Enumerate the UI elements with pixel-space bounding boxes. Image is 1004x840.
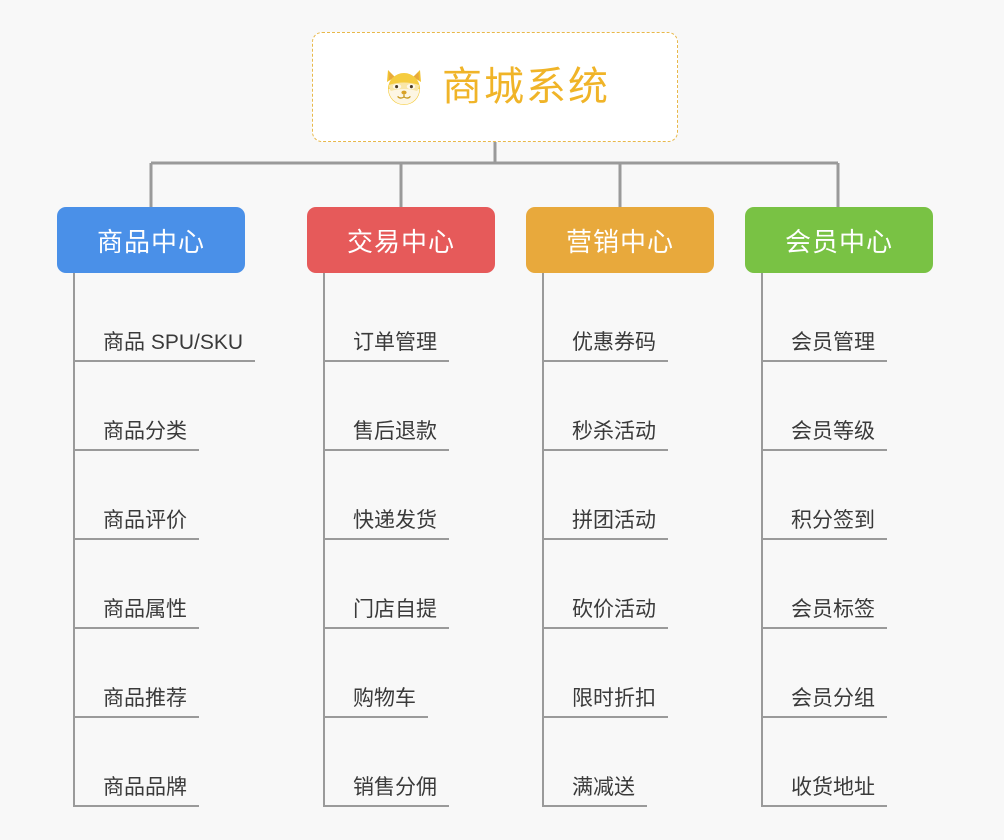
leaf-label: 购物车 — [353, 687, 416, 710]
leaf-item[interactable]: 快递发货 — [307, 451, 495, 540]
leaf-underline — [544, 538, 668, 540]
leaf-underline — [544, 449, 668, 451]
leaf-underline — [544, 360, 668, 362]
leaf-label: 商品分类 — [103, 420, 187, 443]
leaf-underline — [325, 449, 449, 451]
leaf-item[interactable]: 会员等级 — [745, 362, 933, 451]
leaf-item[interactable]: 秒杀活动 — [526, 362, 714, 451]
leaf-label: 商品评价 — [103, 509, 187, 532]
branch-column-1: 商品中心 商品 SPU/SKU 商品分类 商品评价 商品属性 商品推荐 — [57, 207, 256, 807]
shiba-inu-dog-icon — [380, 63, 428, 111]
leaf-label: 订单管理 — [353, 331, 437, 354]
leaf-label: 销售分佣 — [353, 776, 437, 799]
leaf-label: 售后退款 — [353, 420, 437, 443]
leaf-label: 商品品牌 — [103, 776, 187, 799]
leaf-label: 会员等级 — [791, 420, 875, 443]
leaf-item[interactable]: 限时折扣 — [526, 629, 714, 718]
branch-header-1[interactable]: 商品中心 — [57, 207, 245, 273]
leaf-spine-1 — [73, 273, 75, 807]
leaf-item[interactable]: 会员管理 — [745, 273, 933, 362]
root-node[interactable]: 商城系统 — [312, 32, 678, 142]
leaf-list-1: 商品 SPU/SKU 商品分类 商品评价 商品属性 商品推荐 商品品牌 — [57, 273, 256, 807]
leaf-underline — [544, 716, 668, 718]
leaf-label: 满减送 — [572, 776, 635, 799]
leaf-underline — [75, 449, 199, 451]
leaf-label: 商品推荐 — [103, 687, 187, 710]
leaf-item[interactable]: 商品推荐 — [57, 629, 245, 718]
leaf-underline — [325, 627, 449, 629]
leaf-spine-4 — [761, 273, 763, 807]
leaf-list-4: 会员管理 会员等级 积分签到 会员标签 会员分组 收货地址 — [745, 273, 933, 807]
leaf-item[interactable]: 销售分佣 — [307, 718, 495, 807]
branch-column-4: 会员中心 会员管理 会员等级 积分签到 会员标签 会员分组 — [745, 207, 933, 807]
leaf-underline — [75, 538, 199, 540]
leaf-item[interactable]: 订单管理 — [307, 273, 495, 362]
leaf-item[interactable]: 商品评价 — [57, 451, 245, 540]
branch-header-2[interactable]: 交易中心 — [307, 207, 495, 273]
leaf-spine-2 — [323, 273, 325, 807]
leaf-underline — [763, 805, 887, 807]
leaf-label: 商品 SPU/SKU — [103, 331, 244, 354]
leaf-item[interactable]: 购物车 — [307, 629, 495, 718]
leaf-label: 会员标签 — [791, 598, 875, 621]
leaf-underline — [763, 716, 887, 718]
leaf-item[interactable]: 售后退款 — [307, 362, 495, 451]
branch-header-3[interactable]: 营销中心 — [526, 207, 714, 273]
leaf-item[interactable]: 商品品牌 — [57, 718, 245, 807]
leaf-label: 门店自提 — [353, 598, 437, 621]
leaf-item[interactable]: 满减送 — [526, 718, 714, 807]
leaf-underline — [763, 449, 887, 451]
leaf-underline — [763, 627, 887, 629]
leaf-label: 积分签到 — [791, 509, 875, 532]
leaf-label: 拼团活动 — [572, 509, 656, 532]
leaf-item[interactable]: 商品分类 — [57, 362, 245, 451]
leaf-item[interactable]: 收货地址 — [745, 718, 933, 807]
branch-column-3: 营销中心 优惠券码 秒杀活动 拼团活动 砍价活动 限时折扣 — [526, 207, 714, 807]
leaf-underline — [544, 627, 668, 629]
leaf-underline — [325, 360, 449, 362]
leaf-label: 会员管理 — [791, 331, 875, 354]
leaf-label: 快递发货 — [353, 509, 437, 532]
leaf-item[interactable]: 拼团活动 — [526, 451, 714, 540]
leaf-label: 会员分组 — [791, 687, 875, 710]
leaf-underline — [544, 805, 647, 807]
leaf-spine-3 — [542, 273, 544, 807]
leaf-label: 收货地址 — [791, 776, 875, 799]
leaf-underline — [75, 360, 256, 362]
leaf-item[interactable]: 砍价活动 — [526, 540, 714, 629]
leaf-underline — [75, 805, 199, 807]
leaf-underline — [325, 716, 428, 718]
leaf-item[interactable]: 会员标签 — [745, 540, 933, 629]
branch-column-2: 交易中心 订单管理 售后退款 快递发货 门店自提 购物车 — [307, 207, 495, 807]
leaf-underline — [75, 716, 199, 718]
leaf-label: 秒杀活动 — [572, 420, 656, 443]
leaf-item[interactable]: 门店自提 — [307, 540, 495, 629]
branch-header-4[interactable]: 会员中心 — [745, 207, 933, 273]
leaf-label: 限时折扣 — [572, 687, 656, 710]
leaf-underline — [325, 805, 449, 807]
leaf-list-2: 订单管理 售后退款 快递发货 门店自提 购物车 销售分佣 — [307, 273, 495, 807]
leaf-underline — [763, 538, 887, 540]
leaf-underline — [763, 360, 887, 362]
leaf-item[interactable]: 商品 SPU/SKU — [57, 273, 256, 362]
root-title: 商城系统 — [442, 65, 610, 109]
leaf-item[interactable]: 积分签到 — [745, 451, 933, 540]
leaf-label: 砍价活动 — [572, 598, 656, 621]
leaf-underline — [75, 627, 199, 629]
leaf-item[interactable]: 会员分组 — [745, 629, 933, 718]
leaf-underline — [325, 538, 449, 540]
leaf-label: 优惠券码 — [572, 331, 656, 354]
leaf-item[interactable]: 优惠券码 — [526, 273, 714, 362]
leaf-list-3: 优惠券码 秒杀活动 拼团活动 砍价活动 限时折扣 满减送 — [526, 273, 714, 807]
leaf-label: 商品属性 — [103, 598, 187, 621]
leaf-item[interactable]: 商品属性 — [57, 540, 245, 629]
